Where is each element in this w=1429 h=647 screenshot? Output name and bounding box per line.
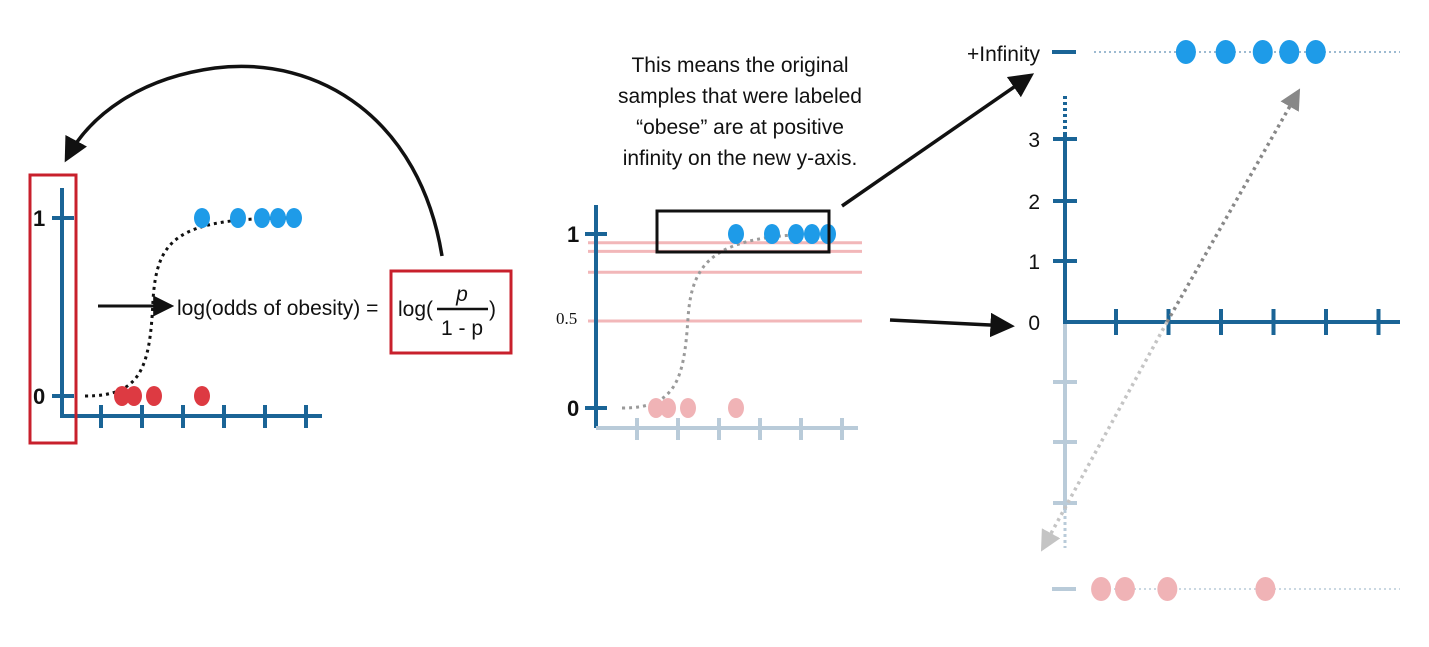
middle-obese-point-3 bbox=[804, 224, 820, 244]
right-plot: +Infinity 3 2 1 0 bbox=[967, 40, 1400, 601]
formula-log-open: log( bbox=[398, 298, 433, 321]
neg-infinity-point-1 bbox=[1114, 577, 1135, 601]
left-obese-point-2 bbox=[254, 208, 270, 228]
middle-not-obese-point-0 bbox=[648, 398, 664, 418]
left-y-tick-label-0: 0 bbox=[33, 384, 45, 409]
log-odds-formula: log(odds of obesity) = log( p 1 - p ) bbox=[177, 269, 513, 355]
left-not-obese-point-2 bbox=[146, 386, 162, 406]
middle-x-ticks bbox=[635, 418, 844, 440]
infinity-obese-point-3 bbox=[1279, 40, 1300, 64]
arrow-to-right-plot bbox=[889, 312, 1015, 338]
right-y-tick-label-3: 3 bbox=[1028, 129, 1040, 152]
left-obese-point-3 bbox=[270, 208, 286, 228]
left-obese-point-4 bbox=[286, 208, 302, 228]
right-y-tick-label-2: 2 bbox=[1028, 191, 1040, 214]
left-obese-point-0 bbox=[194, 208, 210, 228]
left-x-ticks bbox=[99, 405, 308, 428]
curved-arrow-back-to-left bbox=[64, 64, 444, 257]
left-not-obese-point-1 bbox=[126, 386, 142, 406]
formula-highlight-box bbox=[389, 269, 513, 355]
middle-not-obese-point-1 bbox=[660, 398, 676, 418]
formula-numerator: p bbox=[455, 283, 468, 306]
middle-obese-highlight-box bbox=[655, 209, 831, 254]
infinity-obese-point-4 bbox=[1305, 40, 1326, 64]
left-not-obese-point-3 bbox=[194, 386, 210, 406]
formula-denominator: 1 - p bbox=[441, 317, 483, 340]
formula-close: ) bbox=[489, 298, 496, 321]
callout-line-2: samples that were labeled bbox=[618, 85, 862, 108]
arrow-to-infinity bbox=[841, 73, 1035, 208]
middle-obese-point-0 bbox=[728, 224, 744, 244]
neg-infinity-point-2 bbox=[1157, 577, 1178, 601]
middle-y-tick-label-half: 0.5 bbox=[556, 309, 577, 328]
callout-text: This means the original samples that wer… bbox=[618, 54, 862, 170]
middle-y-tick-label-0: 0 bbox=[567, 396, 579, 421]
middle-y-tick-label-1: 1 bbox=[567, 222, 579, 247]
right-y-tick-label-0: 0 bbox=[1028, 312, 1040, 335]
formula-lhs: log(odds of obesity) = bbox=[177, 297, 378, 320]
right-data-points bbox=[1091, 40, 1326, 601]
neg-infinity-point-3 bbox=[1255, 577, 1276, 601]
left-data-points bbox=[114, 208, 302, 406]
left-y-tick-label-1: 1 bbox=[33, 206, 45, 231]
left-sigmoid-curve bbox=[84, 216, 293, 398]
middle-not-obese-point-3 bbox=[728, 398, 744, 418]
neg-infinity-point-0 bbox=[1091, 577, 1112, 601]
right-y-tick-label-1: 1 bbox=[1028, 251, 1040, 274]
middle-threshold-lines bbox=[588, 241, 862, 323]
callout-line-1: This means the original bbox=[631, 54, 848, 77]
left-plot: 1 0 bbox=[28, 173, 322, 445]
middle-obese-point-1 bbox=[764, 224, 780, 244]
infinity-obese-point-1 bbox=[1215, 40, 1236, 64]
left-not-obese-point-0 bbox=[114, 386, 130, 406]
log-odds-line-upper bbox=[1165, 88, 1301, 323]
callout-line-3: “obese” are at positive bbox=[636, 116, 844, 139]
left-y-axis-highlight-box bbox=[28, 173, 78, 445]
infinity-label: +Infinity bbox=[967, 43, 1040, 66]
left-obese-point-1 bbox=[230, 208, 246, 228]
middle-plot: 1 0.5 0 bbox=[556, 205, 862, 440]
middle-obese-point-2 bbox=[788, 224, 804, 244]
infinity-obese-point-2 bbox=[1252, 40, 1273, 64]
middle-not-obese-point-2 bbox=[680, 398, 696, 418]
infinity-obese-point-0 bbox=[1175, 40, 1196, 64]
callout-line-4: infinity on the new y-axis. bbox=[623, 147, 858, 170]
log-odds-line-lower bbox=[1040, 321, 1169, 552]
middle-data-points bbox=[648, 224, 836, 418]
